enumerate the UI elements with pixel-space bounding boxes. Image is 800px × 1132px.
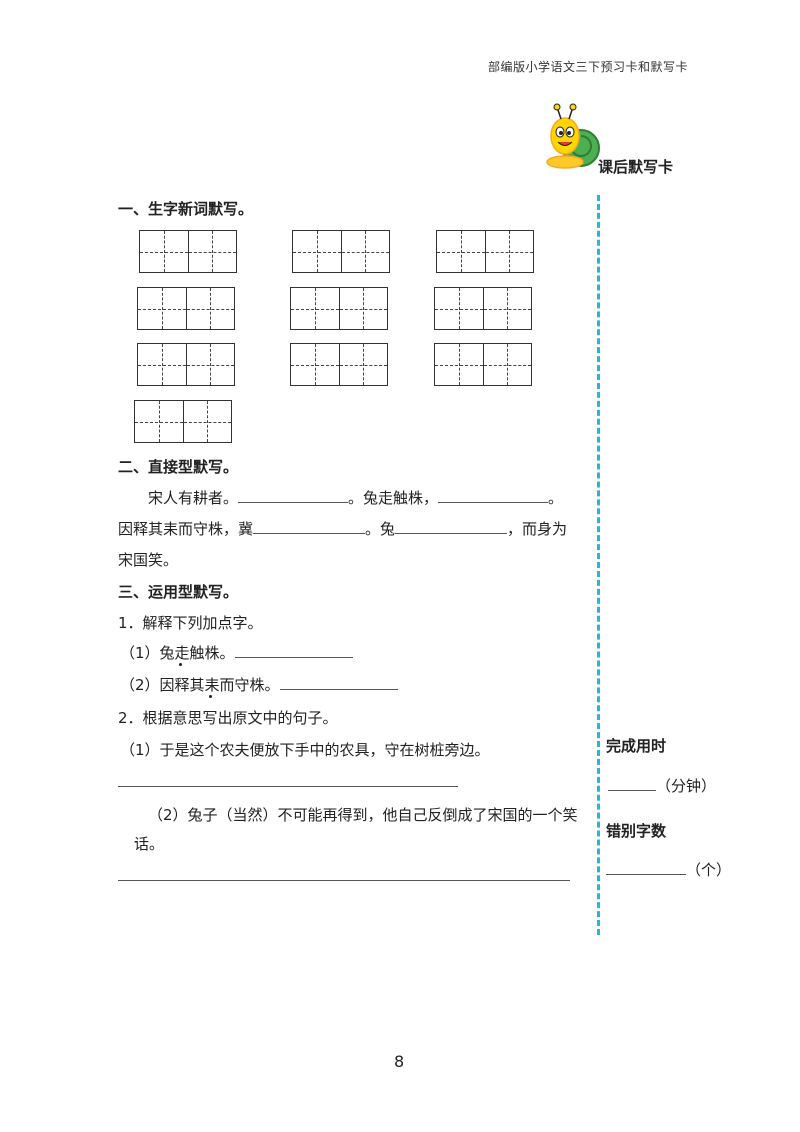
header-title: 部编版小学语文三下预习卡和默写卡 <box>488 60 689 74</box>
char-grid[interactable] <box>292 230 390 273</box>
answer-line[interactable] <box>118 879 570 881</box>
passage-text: 因释其耒而守株，冀 <box>118 520 254 538</box>
emphasis-dot <box>179 663 182 666</box>
question-1: 1．解释下列加点字。 <box>118 614 263 632</box>
char-grid[interactable] <box>139 230 237 273</box>
question-2-1: （1）于是这个农夫便放下手中的农具，守在树桩旁边。 <box>120 741 490 759</box>
passage-line-3: 宋国笑。 <box>118 551 179 569</box>
answer-blank[interactable] <box>279 675 398 690</box>
vertical-divider <box>597 195 600 935</box>
answer-blank[interactable] <box>438 488 549 503</box>
errors-input[interactable] <box>606 860 686 875</box>
errors-label: 错别字数 <box>606 822 667 840</box>
passage-line-1: 宋人有耕者。 。兔走触株， 。 <box>148 488 563 508</box>
answer-line[interactable] <box>118 785 458 787</box>
char-grid[interactable] <box>137 343 235 386</box>
question-1-1: （1）兔走触株。 <box>120 643 353 663</box>
passage-text: 。兔走触株， <box>348 489 439 507</box>
section-3-title: 三、运用型默写。 <box>118 583 239 601</box>
passage-text: ，而身为 <box>507 520 568 538</box>
page-number: 8 <box>394 1052 405 1071</box>
question-1-2: （2）因释其耒而守株。 <box>120 675 398 695</box>
answer-blank[interactable] <box>395 519 508 534</box>
question-2-2: （2）兔子（当然）不可能再得到，他自己反倒成了宋国的一个笑 <box>148 806 578 824</box>
char-grid[interactable] <box>434 343 532 386</box>
section-2-title: 二、直接型默写。 <box>118 458 239 476</box>
errors-unit: （个） <box>686 861 732 879</box>
answer-blank[interactable] <box>253 519 366 534</box>
passage-text: 宋人有耕者。 <box>148 489 239 507</box>
time-field: （分钟） <box>608 776 716 796</box>
time-input[interactable] <box>608 776 656 791</box>
emphasis-dot <box>209 695 212 698</box>
question-2: 2．根据意思写出原文中的句子。 <box>118 709 338 727</box>
char-grid[interactable] <box>290 287 388 330</box>
question-text: （2）因释其耒而守株。 <box>120 676 280 694</box>
section-1-title: 一、生字新词默写。 <box>118 200 254 218</box>
time-label: 完成用时 <box>606 737 667 755</box>
char-grid[interactable] <box>134 400 232 443</box>
question-2-2-cont: 话。 <box>134 835 165 853</box>
card-label: 课后默写卡 <box>598 158 674 176</box>
passage-text: 。 <box>548 489 564 507</box>
char-grid[interactable] <box>290 343 388 386</box>
char-grid[interactable] <box>436 230 534 273</box>
time-unit: （分钟） <box>656 777 717 795</box>
passage-line-2: 因释其耒而守株，冀 。兔 ，而身为 <box>118 519 567 539</box>
char-grid[interactable] <box>137 287 235 330</box>
question-text: （1）兔走触株。 <box>120 644 235 662</box>
passage-text: 。兔 <box>365 520 396 538</box>
answer-blank[interactable] <box>234 643 353 658</box>
answer-blank[interactable] <box>238 488 349 503</box>
errors-field: （个） <box>606 860 731 880</box>
snail-mascot-icon <box>546 103 600 169</box>
char-grid[interactable] <box>434 287 532 330</box>
